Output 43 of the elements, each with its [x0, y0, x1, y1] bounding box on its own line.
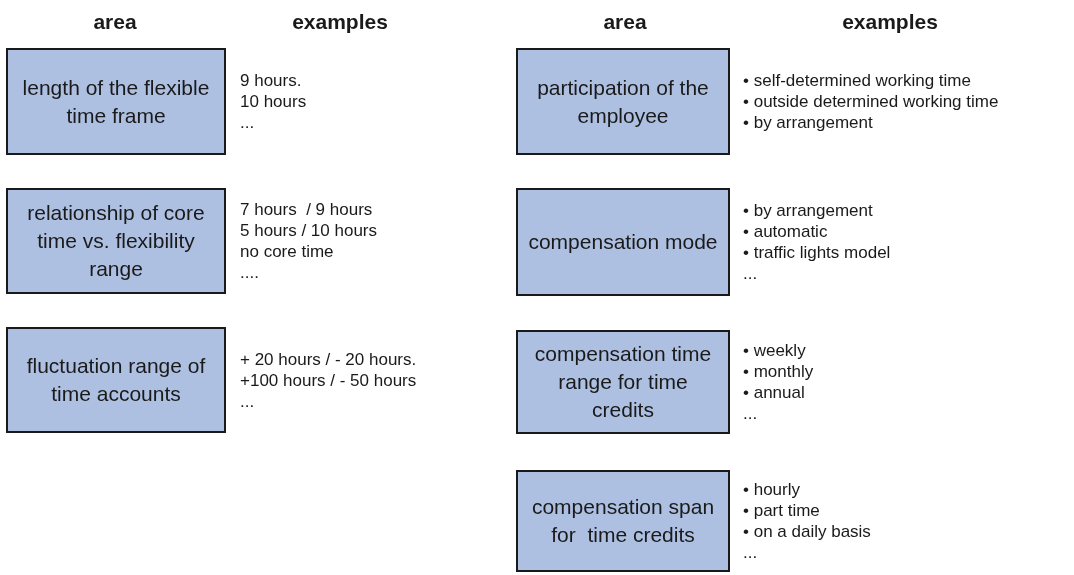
- example-text: • on a daily basis: [743, 521, 871, 542]
- area-label: compensation mode: [528, 229, 718, 255]
- area-label: fluctuation range of time accounts: [25, 353, 207, 407]
- example-text: ...: [240, 390, 255, 412]
- column-heading: area: [93, 10, 137, 34]
- example-text: 10 hours: [240, 91, 307, 112]
- area-box: [6, 48, 226, 155]
- example-text: 9 hours.: [240, 70, 302, 91]
- example-text: 7 hours / 9 hours: [240, 199, 373, 220]
- example-text: • annual: [743, 382, 805, 403]
- area-box: [6, 327, 226, 433]
- area-box: [6, 188, 226, 294]
- example-text: • traffic lights model: [743, 242, 891, 263]
- example-text: no core time: [240, 241, 334, 262]
- area-box: [516, 48, 730, 155]
- example-text: +100 hours / - 50 hours: [240, 369, 417, 391]
- example-text: • outside determined working time: [743, 91, 999, 112]
- area-label: length of the flexible time frame: [21, 74, 211, 129]
- example-text: • self-determined working time: [743, 70, 971, 91]
- example-text: • hourly: [743, 479, 800, 500]
- area-label: relationship of core time vs. flexibility range: [26, 200, 206, 282]
- column-heading: area: [603, 10, 647, 34]
- example-text: ...: [743, 263, 758, 284]
- area-box: [516, 470, 730, 572]
- example-text: ....: [240, 262, 259, 283]
- example-text: • monthly: [743, 361, 814, 382]
- example-text: ...: [240, 112, 255, 133]
- column-heading: examples: [292, 10, 388, 34]
- area-label: compensation span for time credits: [530, 494, 716, 548]
- column-heading: examples: [842, 10, 938, 34]
- example-text: + 20 hours / - 20 hours.: [240, 348, 417, 370]
- area-box: [516, 330, 730, 434]
- example-text: • by arrangement: [743, 112, 873, 133]
- example-text: • part time: [743, 500, 820, 521]
- area-label: participation of the employee: [536, 74, 710, 129]
- example-text: • by arrangement: [743, 200, 873, 221]
- area-box: [516, 188, 730, 296]
- example-text: • weekly: [743, 340, 806, 361]
- area-label: compensation time range for time credits: [533, 341, 713, 423]
- example-text: ...: [743, 542, 758, 563]
- example-text: • automatic: [743, 221, 828, 242]
- example-text: 5 hours / 10 hours: [240, 220, 378, 241]
- example-text: ...: [743, 403, 758, 424]
